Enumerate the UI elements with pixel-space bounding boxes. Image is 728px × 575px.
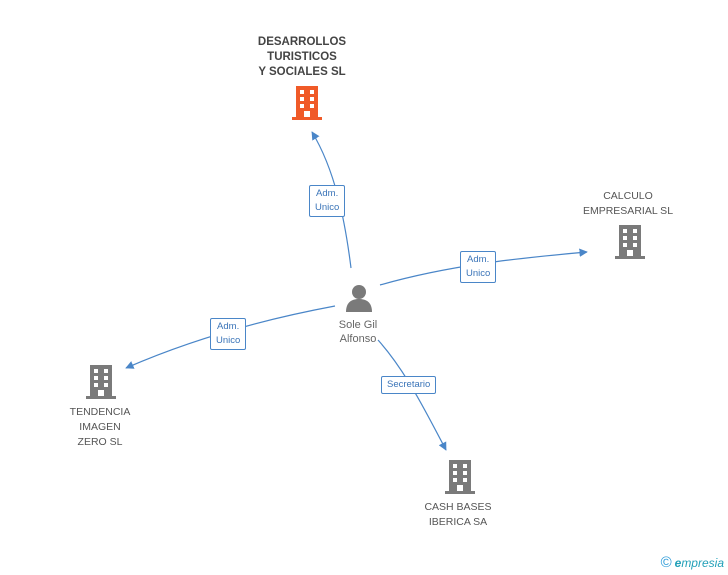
company-cash-line1: CASH BASES — [424, 501, 492, 513]
building-icon[interactable] — [614, 225, 646, 259]
company-label-cash: CASH BASES IBERICA SA — [408, 500, 508, 530]
brand-name: mpresia — [681, 556, 724, 570]
edge-label-tendencia: Adm. Unico — [210, 318, 247, 350]
center-name-line2: Alfonso — [339, 333, 377, 345]
edge-label-cash-line1: Secretario — [387, 379, 431, 390]
building-icon[interactable] — [291, 86, 323, 120]
company-tendencia-line3: ZERO SL — [77, 436, 123, 448]
edge-to-cash — [377, 339, 447, 451]
person-icon — [346, 285, 372, 312]
company-label-desarrollos: DESARROLLOS TURISTICOS Y SOCIALES SL — [232, 35, 372, 80]
center-name-line1: Sole Gil — [338, 319, 378, 331]
edge-label-cash: Secretario — [381, 376, 437, 394]
edge-label-desarrollos-line2: Unico — [315, 202, 340, 213]
edge-label-calculo: Adm. Unico — [460, 251, 497, 283]
building-icon[interactable] — [444, 460, 476, 494]
brand-initial: e — [674, 556, 682, 570]
company-desarrollos-line3: Y SOCIALES SL — [258, 66, 346, 78]
edge-label-tendencia-line1: Adm. — [217, 321, 240, 332]
company-desarrollos-line2: TURISTICOS — [267, 51, 337, 63]
company-calculo-line1: CALCULO — [603, 190, 653, 202]
edge-label-desarrollos-line1: Adm. — [316, 188, 339, 199]
edge-label-desarrollos: Adm. Unico — [309, 185, 346, 217]
building-icon[interactable] — [85, 365, 117, 399]
company-calculo-line2: EMPRESARIAL SL — [582, 205, 674, 217]
company-tendencia-line1: TENDENCIA — [69, 406, 131, 418]
company-tendencia-line2: IMAGEN — [79, 421, 121, 433]
edge-label-calculo-line1: Adm. — [467, 254, 490, 265]
empresia-footer: ©empresia — [661, 554, 724, 571]
company-label-calculo: CALCULO EMPRESARIAL SL — [568, 189, 688, 219]
copyright-icon: © — [660, 554, 672, 571]
center-person-label: Sole Gil Alfonso — [318, 318, 398, 346]
company-label-tendencia: TENDENCIA IMAGEN ZERO SL — [50, 405, 150, 450]
company-cash-line2: IBERICA SA — [428, 516, 488, 528]
edge-label-calculo-line2: Unico — [466, 268, 491, 279]
edge-label-tendencia-line2: Unico — [216, 335, 241, 346]
company-desarrollos-line1: DESARROLLOS — [257, 36, 347, 48]
